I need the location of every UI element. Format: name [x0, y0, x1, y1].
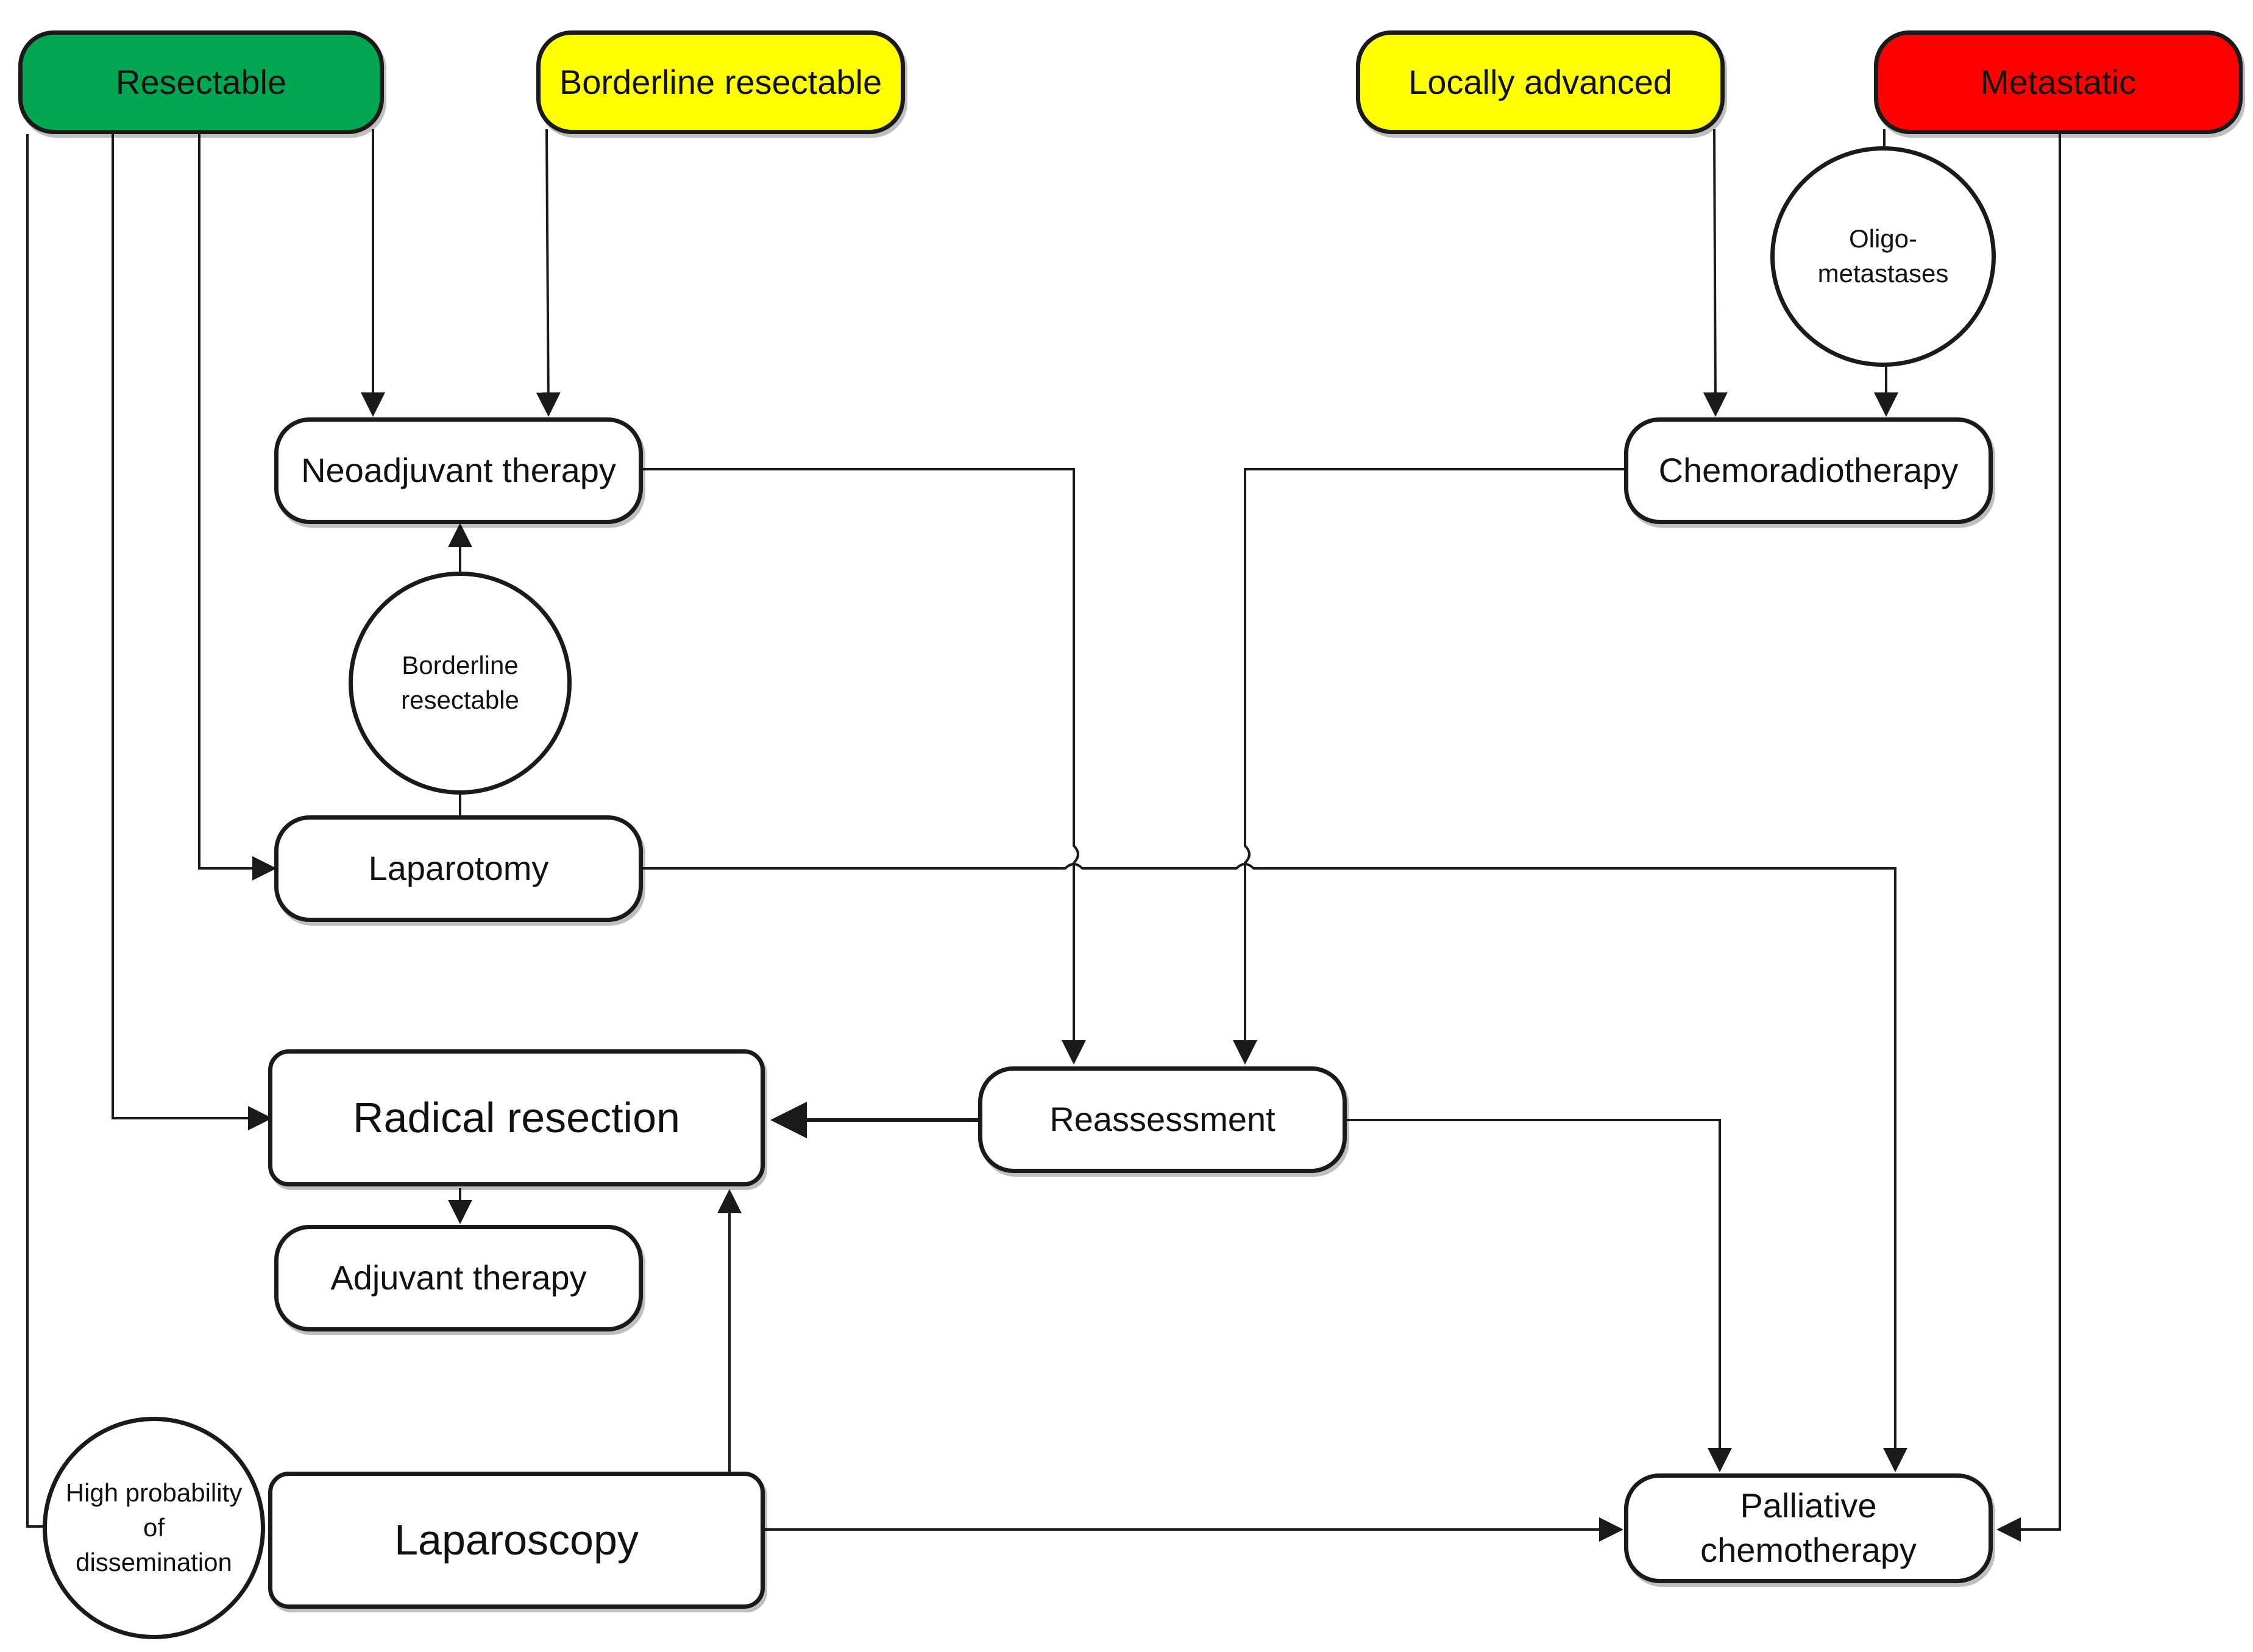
node-laparotomy-label: Laparotomy [368, 849, 549, 888]
edge-resectable-to-high-probability [26, 134, 46, 1528]
edge-chemoradiotherapy-to-reassessment [1233, 468, 1624, 1065]
circle-high-probability-of-dissemination: High probability of dissemination [43, 1417, 265, 1639]
edge-locally-advanced-to-chemoradiotherapy [1703, 129, 1728, 417]
stage-metastatic: Metastatic [1874, 30, 2243, 134]
circle-oligometastases: Oligo-metastases [1770, 146, 1996, 367]
edge-laparotomy-to-palliative [643, 863, 1907, 1472]
circle-borderline-resectable: Borderline resectable [349, 572, 572, 795]
node-reassessment: Reassessment [978, 1066, 1347, 1173]
node-neoadjuvant-therapy: Neoadjuvant therapy [274, 417, 643, 524]
edge-reassessment-to-palliative [1346, 1119, 1732, 1472]
edge-metastatic-to-palliative [1996, 134, 2061, 1542]
node-laparotomy: Laparotomy [274, 815, 643, 922]
node-adjuvant-therapy: Adjuvant therapy [274, 1225, 643, 1331]
edge-resectable-to-laparotomy [198, 134, 277, 881]
circle-borderline-resectable-label: Borderline resectable [401, 651, 519, 714]
stage-borderline-resectable: Borderline resectable [536, 30, 905, 134]
stage-metastatic-label: Metastatic [1980, 62, 2137, 101]
node-chemoradiotherapy: Chemoradiotherapy [1624, 417, 1993, 524]
stage-locally-advanced-label: Locally advanced [1408, 62, 1672, 101]
stage-borderline-resectable-label: Borderline resectable [559, 62, 882, 101]
stage-locally-advanced: Locally advanced [1356, 30, 1725, 134]
stage-resectable-label: Resectable [115, 62, 287, 101]
node-radical-resection: Radical resection [268, 1049, 765, 1186]
node-neoadjuvant-therapy-label: Neoadjuvant therapy [301, 451, 616, 490]
edge-resectable-to-radical-resection [112, 134, 272, 1130]
node-adjuvant-therapy-label: Adjuvant therapy [330, 1258, 587, 1297]
edge-borderline-to-neoadjuvant [536, 129, 561, 417]
node-laparoscopy-label: Laparoscopy [394, 1516, 639, 1564]
stage-resectable: Resectable [18, 30, 384, 134]
node-palliative-chemotherapy: Palliative chemotherapy [1624, 1473, 1993, 1583]
node-laparoscopy: Laparoscopy [268, 1472, 765, 1609]
circle-oligometastases-label: Oligo-metastases [1817, 224, 1949, 288]
circle-high-probability-label: High probability of dissemination [65, 1478, 243, 1576]
node-reassessment-label: Reassessment [1049, 1100, 1276, 1139]
node-palliative-chemotherapy-label: Palliative chemotherapy [1700, 1486, 1917, 1569]
edge-neoadjuvant-to-reassessment [643, 468, 1086, 1065]
node-chemoradiotherapy-label: Chemoradiotherapy [1658, 451, 1959, 490]
node-radical-resection-label: Radical resection [353, 1094, 680, 1141]
